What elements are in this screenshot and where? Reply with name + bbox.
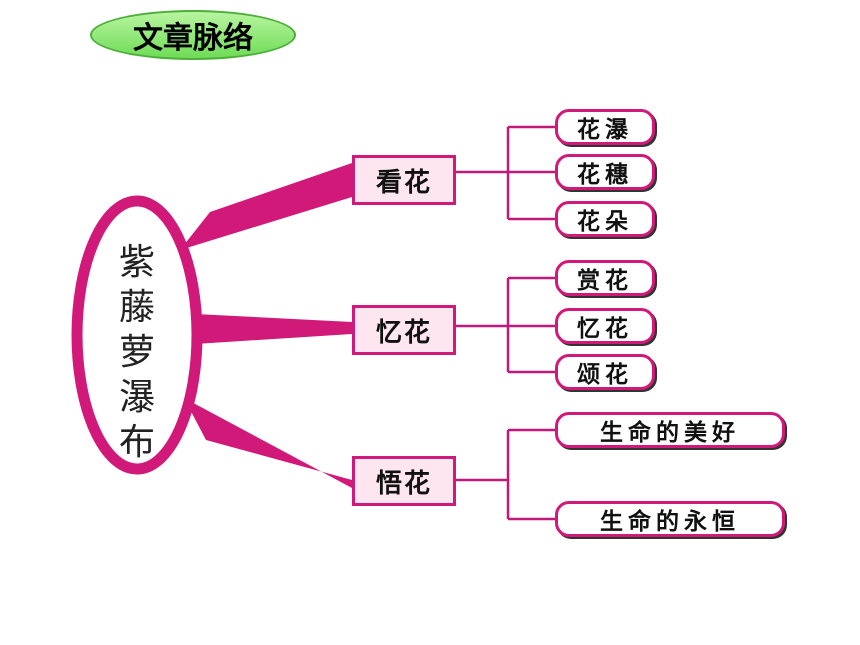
branch-label: 忆花 <box>375 317 432 348</box>
branch-label: 悟花 <box>375 468 432 499</box>
leaf-node: 赏花 <box>555 260 655 296</box>
branch-node-yihua: 忆花 <box>352 305 456 355</box>
root-char: 藤 <box>118 287 155 328</box>
root-ellipse <box>71 195 203 475</box>
leaf-node: 颂花 <box>555 354 655 390</box>
wedge-to-branch-1 <box>180 163 352 250</box>
title-badge: 文章脉络 <box>90 10 296 60</box>
root-char: 瀑 <box>118 377 155 418</box>
branch-node-wuhua: 悟花 <box>352 456 456 506</box>
leaf-node: 生命的美好 <box>555 412 785 448</box>
branch-2-connectors <box>455 276 555 374</box>
root-label: 紫 藤 萝 瀑 布 <box>112 240 162 465</box>
leaf-label: 花穗 <box>577 162 633 188</box>
leaf-node: 花瀑 <box>555 109 655 145</box>
branch-node-kanhua: 看花 <box>352 155 456 205</box>
leaf-node: 生命的永恒 <box>555 501 785 537</box>
leaf-label: 颂花 <box>577 362 633 388</box>
root-char: 萝 <box>118 332 155 373</box>
root-char: 紫 <box>118 242 155 283</box>
leaf-label: 花瀑 <box>577 117 633 143</box>
leaf-node: 花朵 <box>555 201 655 237</box>
leaf-node: 花穗 <box>555 154 655 190</box>
leaf-node: 忆花 <box>555 308 655 344</box>
leaf-label: 赏花 <box>577 268 633 294</box>
wedge-to-branch-3 <box>184 398 352 488</box>
root-char: 布 <box>118 422 155 463</box>
leaf-label: 生命的美好 <box>600 420 740 446</box>
leaf-label: 花朵 <box>577 209 633 235</box>
leaf-label: 生命的永恒 <box>600 509 740 535</box>
branch-1-connectors <box>455 125 555 221</box>
title-text: 文章脉络 <box>133 21 253 56</box>
leaf-label: 忆花 <box>577 316 633 342</box>
branch-label: 看花 <box>375 167 432 198</box>
wedge-to-branch-2 <box>195 314 352 344</box>
branch-3-connectors <box>455 428 555 521</box>
